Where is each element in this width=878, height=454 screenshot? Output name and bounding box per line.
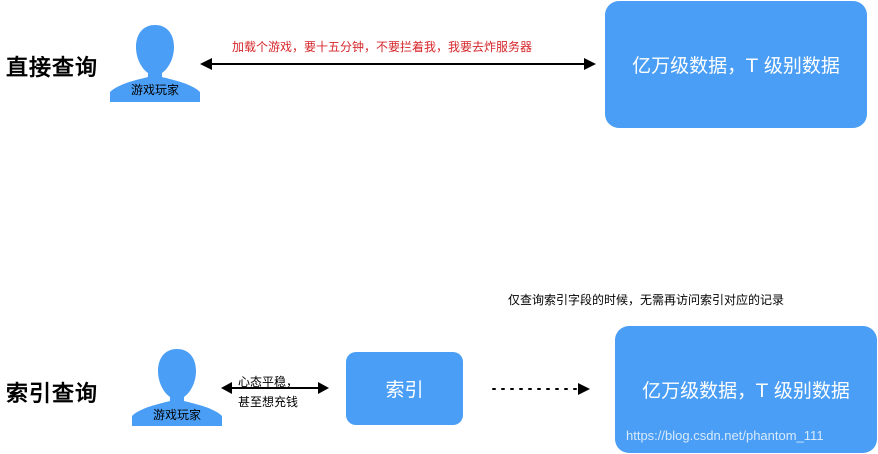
player-figure-direct: 游戏玩家 [110,22,200,102]
double-arrow-direct [200,58,596,70]
dotted-arrow [492,383,590,395]
player-label: 游戏玩家 [130,83,179,97]
index-box: 索引 [346,352,463,425]
player-label: 游戏玩家 [152,408,201,422]
person-icon [110,25,200,102]
big-data-box-index: 亿万级数据，T 级别数据 [615,326,877,453]
double-arrow-index [221,382,329,394]
index-arrow-caption-line1: 心态平稳， [238,375,299,389]
index-query-title: 索引查询 [6,382,99,407]
player-figure-index: 游戏玩家 [132,346,222,426]
direct-query-title: 直接查询 [6,56,99,81]
index-arrow-caption-line2: 甚至想充钱 [238,395,299,409]
watermark: https://blog.csdn.net/phantom_111 [626,428,824,443]
big-data-box-direct: 亿万级数据，T 级别数据 [605,1,867,128]
person-icon [132,349,222,426]
direct-arrow-caption: 加载个游戏，要十五分钟，不要拦着我，我要去炸服务器 [232,40,533,54]
index-note: 仅查询索引字段的时候，无需再访问索引对应的记录 [508,293,785,307]
big-data-box-index-label: 亿万级数据，T 级别数据 [642,380,850,402]
